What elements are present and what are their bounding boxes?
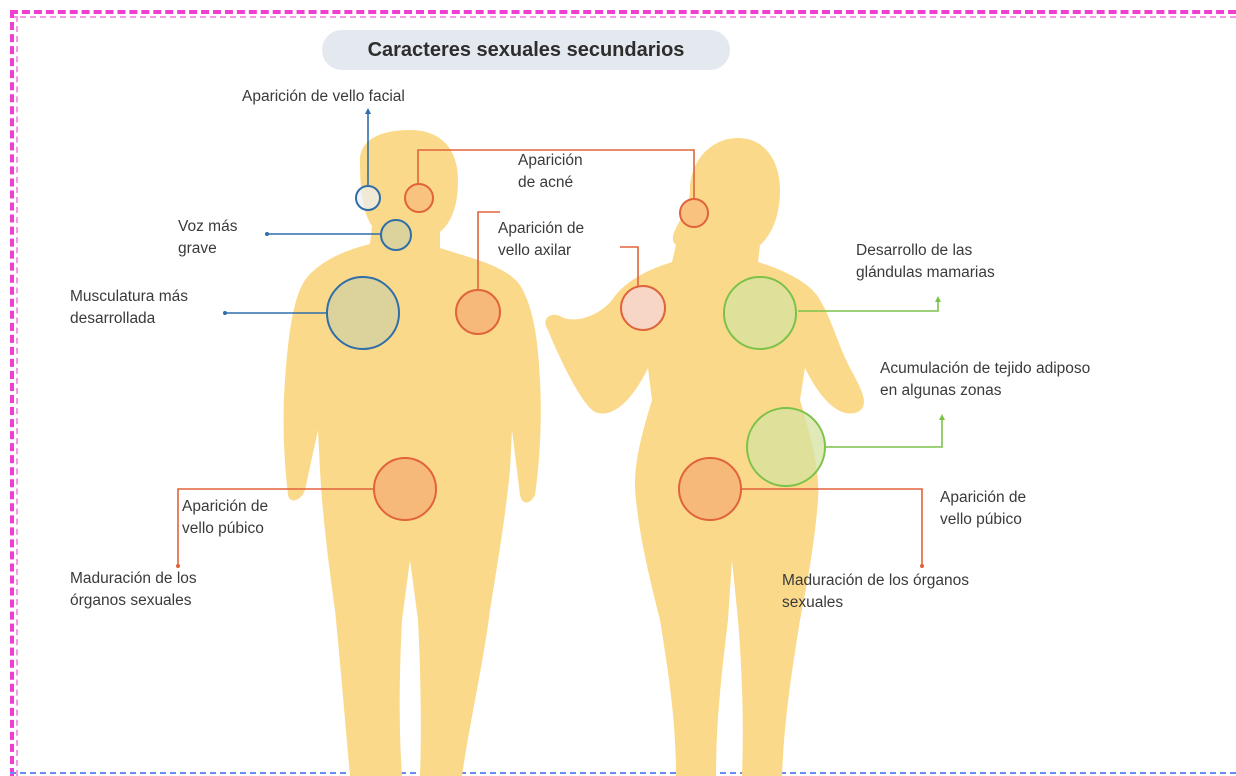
frame-border-top-inner <box>10 16 1236 18</box>
label-muscles: Musculatura más desarrollada <box>70 288 189 327</box>
label-acne: Aparición de acné <box>518 152 583 191</box>
label-mammary: Desarrollo de las glándulas mamarias <box>856 242 995 281</box>
marker-axillary-female <box>620 285 666 331</box>
marker-acne-female <box>679 198 709 228</box>
label-facial-hair: Aparición de vello facial <box>242 88 405 105</box>
label-female-pubic-hair: Aparición de vello púbico <box>940 489 1027 528</box>
dot-voice <box>265 232 269 236</box>
arrowhead-mammary <box>935 296 941 302</box>
dot-female-organs <box>920 564 924 568</box>
leader-axillary-left <box>477 211 500 296</box>
marker-facial-hair <box>355 185 381 211</box>
marker-pubic-male <box>373 457 437 521</box>
shared-leader-tips <box>176 564 924 568</box>
leader-acne <box>417 149 695 202</box>
marker-voice <box>380 219 412 251</box>
label-adipose: Acumulación de tejido adiposo en algunas… <box>880 360 1091 399</box>
female-leaders <box>798 300 943 448</box>
frame-border-bottom <box>10 772 1236 774</box>
title-background <box>322 30 730 70</box>
leader-male-pubic <box>177 488 374 565</box>
frame-border-left-inner <box>16 16 18 776</box>
shared-leaders <box>177 149 923 565</box>
marker-axillary-male <box>455 289 501 335</box>
marker-muscles <box>326 276 400 350</box>
male-leaders <box>226 112 381 314</box>
marker-pubic-female <box>678 457 742 521</box>
female-leader-tips <box>935 296 945 420</box>
dot-muscles <box>223 311 227 315</box>
leader-adipose <box>826 418 943 448</box>
leader-female-pubic <box>742 488 923 565</box>
diagram-title: Caracteres sexuales secundarios <box>367 39 685 61</box>
dot-male-organs <box>176 564 180 568</box>
label-voice: Voz más grave <box>178 218 238 257</box>
marker-adipose <box>746 407 826 487</box>
frame-border-top <box>10 10 1236 14</box>
arrowhead-adipose <box>939 414 945 420</box>
marker-mammary <box>723 276 797 350</box>
arrowhead-facial-hair <box>365 108 371 114</box>
male-leader-tips <box>223 108 371 315</box>
label-male-pubic-hair: Aparición de vello púbico <box>182 498 269 537</box>
label-male-organs: Maduración de los órganos sexuales <box>70 570 197 609</box>
frame-border-left <box>10 10 14 776</box>
leader-axillary-right <box>620 246 639 290</box>
leader-mammary <box>798 300 939 312</box>
label-female-organs: Maduración de los órganos sexuales <box>782 572 969 611</box>
label-axillary-hair: Aparición de vello axilar <box>498 220 585 259</box>
marker-acne-male <box>404 183 434 213</box>
